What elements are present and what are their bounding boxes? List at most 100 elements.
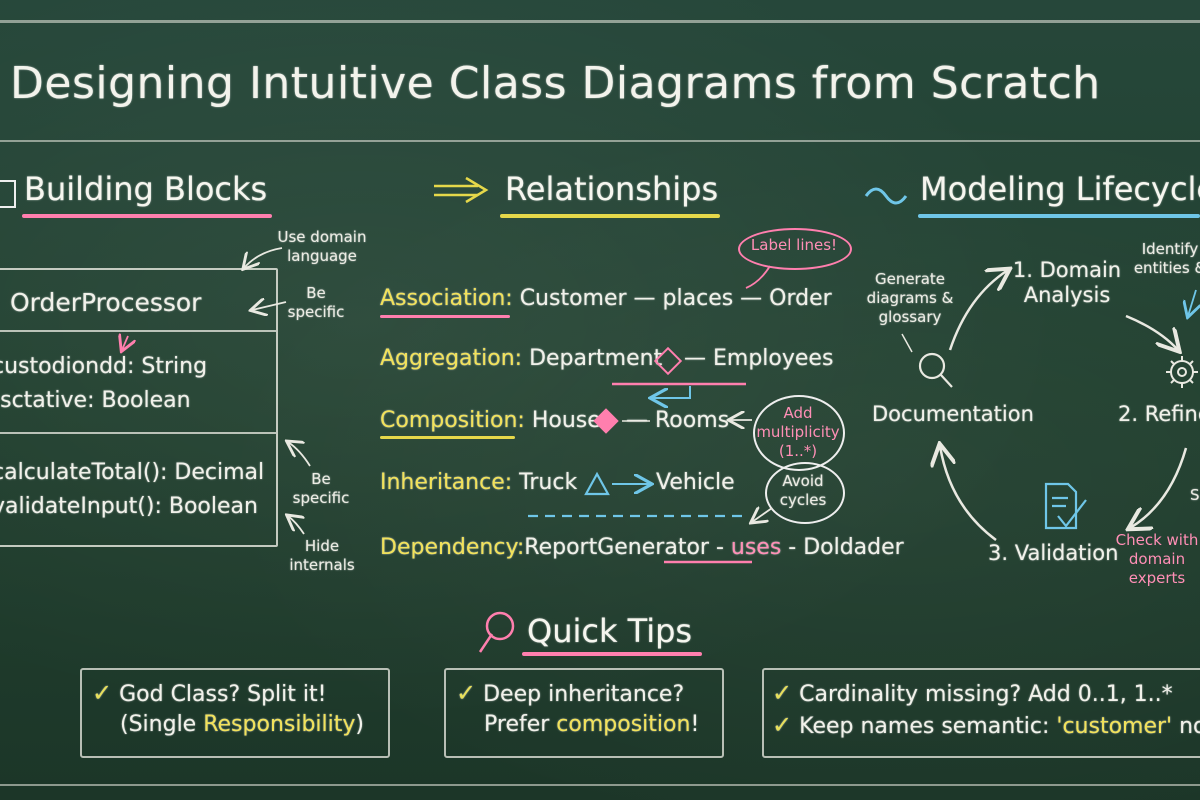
tip-1-line-2-pre: (Single <box>120 712 204 737</box>
tip-2-line-2-pre: Prefer <box>484 712 557 737</box>
pin-icon <box>478 611 515 653</box>
tip-3-line-2-pre: Keep names semantic: <box>799 714 1057 739</box>
note-hide-internals: Hide internals <box>289 537 355 574</box>
wave-icon <box>864 187 908 205</box>
relationships-underline <box>500 214 720 218</box>
dependency-text-b: - Doldader <box>781 535 904 560</box>
double-arrow-icon <box>434 176 489 204</box>
step-refine: 2. Refine <box>1118 402 1200 426</box>
tip-card-2 <box>444 668 724 758</box>
check-icon: ✓ <box>772 679 793 707</box>
inheritance-row: Inheritance: Truck <box>380 470 577 495</box>
avoid-cycles-arrow <box>752 508 773 522</box>
inheritance-text-b: Vehicle <box>656 470 735 495</box>
inheritance-keyword: Inheritance: <box>380 470 513 495</box>
aggregation-row: Aggregation: Department <box>380 346 662 371</box>
cycle-arrow-analysis-to-refine <box>1125 314 1178 350</box>
label-lines-text: Label lines! <box>750 236 838 254</box>
tip-card-1 <box>80 668 390 758</box>
dependency-text-a: ReportGenerator - <box>524 535 731 560</box>
page-title: Designing Intuitive Class Diagrams from … <box>10 58 1101 109</box>
inheritance-triangle-icon <box>584 471 610 496</box>
tip-1-line-1: God Class? Split it! <box>119 682 327 707</box>
dependency-row: Dependency:ReportGenerator - uses - Dold… <box>380 535 904 560</box>
tip-3-highlight: 'customer' <box>1056 714 1173 739</box>
composition-text-a: House <box>531 408 601 433</box>
multiplicity-text: Add multiplicity (1..*) <box>756 404 840 460</box>
note-be-specific-2: Be specific <box>292 470 350 507</box>
tip-1-highlight: Responsibility <box>203 712 356 737</box>
tip-2-line-2-post: ! <box>690 712 700 737</box>
class-method-2: validateInput(): Boolean <box>0 494 258 519</box>
magnifier-icon <box>918 352 953 388</box>
check-icon: ✓ <box>456 679 477 707</box>
relationships-heading: Relationships <box>505 170 719 208</box>
tip-3-line-2-post: not <box>1179 714 1200 739</box>
identify-note-arrow <box>1188 289 1196 316</box>
check-icon: ✓ <box>92 679 113 707</box>
quick-tips-heading: Quick Tips <box>527 612 693 650</box>
cycle-arrow-validation-to-doc <box>940 446 997 542</box>
class-attribute-2: isctative: Boolean <box>0 388 191 413</box>
building-blocks-heading: Building Blocks <box>24 170 268 208</box>
inheritance-text-a: Truck <box>519 470 578 495</box>
lifecycle-s-note: S <box>1190 486 1200 504</box>
tip-2-line-1: Deep inheritance? <box>483 682 685 707</box>
aggregation-keyword: Aggregation: <box>380 346 523 371</box>
class-box <box>0 268 278 547</box>
generate-diagrams-note: Generate diagrams & glossary <box>866 270 954 326</box>
building-blocks-underline <box>22 214 272 218</box>
note-domain-language: Use domain language <box>277 228 367 265</box>
gear-icon <box>1166 356 1198 388</box>
association-row: Association: Customer — places — Order <box>380 286 832 311</box>
aggregation-blue-arrow <box>652 386 691 398</box>
document-check-icon <box>1044 482 1087 530</box>
check-experts-note: Check with domain experts <box>1115 531 1199 587</box>
class-method-1: calculateTotal(): Decimal <box>0 460 265 485</box>
hide-internals-arrow <box>288 516 304 535</box>
association-keyword: Association: <box>380 286 513 311</box>
tip-card-3 <box>762 668 1200 758</box>
label-lines-bubble <box>738 228 852 270</box>
documentation-label: Documentation <box>872 402 1034 426</box>
avoid-cycles-text: Avoid cycles <box>779 472 827 509</box>
tip-3-line-1: Cardinality missing? Add 0..1, 1..* <box>799 682 1173 707</box>
label-lines-pointer <box>745 265 771 289</box>
title-divider-line <box>0 140 1200 142</box>
generate-note-arrow <box>901 333 913 353</box>
tip-1-text: ✓ God Class? Split it! (Single Responsib… <box>92 678 364 740</box>
note-be-specific-1: Be specific <box>287 284 345 321</box>
tip-2-highlight: composition <box>556 712 691 737</box>
aggregation-text-a: Department <box>529 346 663 371</box>
step-domain-analysis: 1. Domain Analysis <box>1012 258 1122 307</box>
class-name: OrderProcessor <box>10 288 202 317</box>
square-icon <box>0 180 16 208</box>
composition-keyword: Composition: <box>380 408 525 433</box>
dependency-keyword: Dependency: <box>380 535 525 560</box>
be-specific-2-arrow <box>288 442 311 467</box>
identify-entities-note: Identify entities & <box>1133 240 1200 277</box>
aggregation-text-b: — Employees <box>684 346 834 371</box>
association-underline <box>380 315 510 318</box>
lifecycle-underline <box>918 214 1200 218</box>
composition-underline <box>380 436 515 439</box>
composition-row: Composition: House <box>380 408 601 433</box>
class-name-divider <box>0 330 276 332</box>
dependency-uses: uses <box>730 535 782 560</box>
avoid-cycles-bubble <box>765 462 845 524</box>
cycle-arrow-refine-to-validation <box>1130 447 1188 528</box>
tip-2-text: ✓ Deep inheritance? Prefer composition! <box>456 678 699 740</box>
bottom-chalk-line <box>0 784 1200 786</box>
tip-3-text: ✓ Cardinality missing? Add 0..1, 1..* ✓ … <box>772 678 1200 742</box>
check-icon: ✓ <box>772 711 793 739</box>
class-attribute-1: custodiondd: String <box>0 354 208 379</box>
class-attribute-divider <box>0 432 276 434</box>
tip-1-line-2-post: ) <box>355 712 364 737</box>
lifecycle-heading: Modeling Lifecycle <box>920 170 1200 208</box>
composition-text-b: — Rooms <box>626 408 730 433</box>
quick-tips-underline <box>522 652 702 656</box>
step-validation: 3. Validation <box>988 541 1119 565</box>
top-chalk-line <box>0 20 1200 23</box>
association-text: Customer — places — Order <box>519 286 832 311</box>
